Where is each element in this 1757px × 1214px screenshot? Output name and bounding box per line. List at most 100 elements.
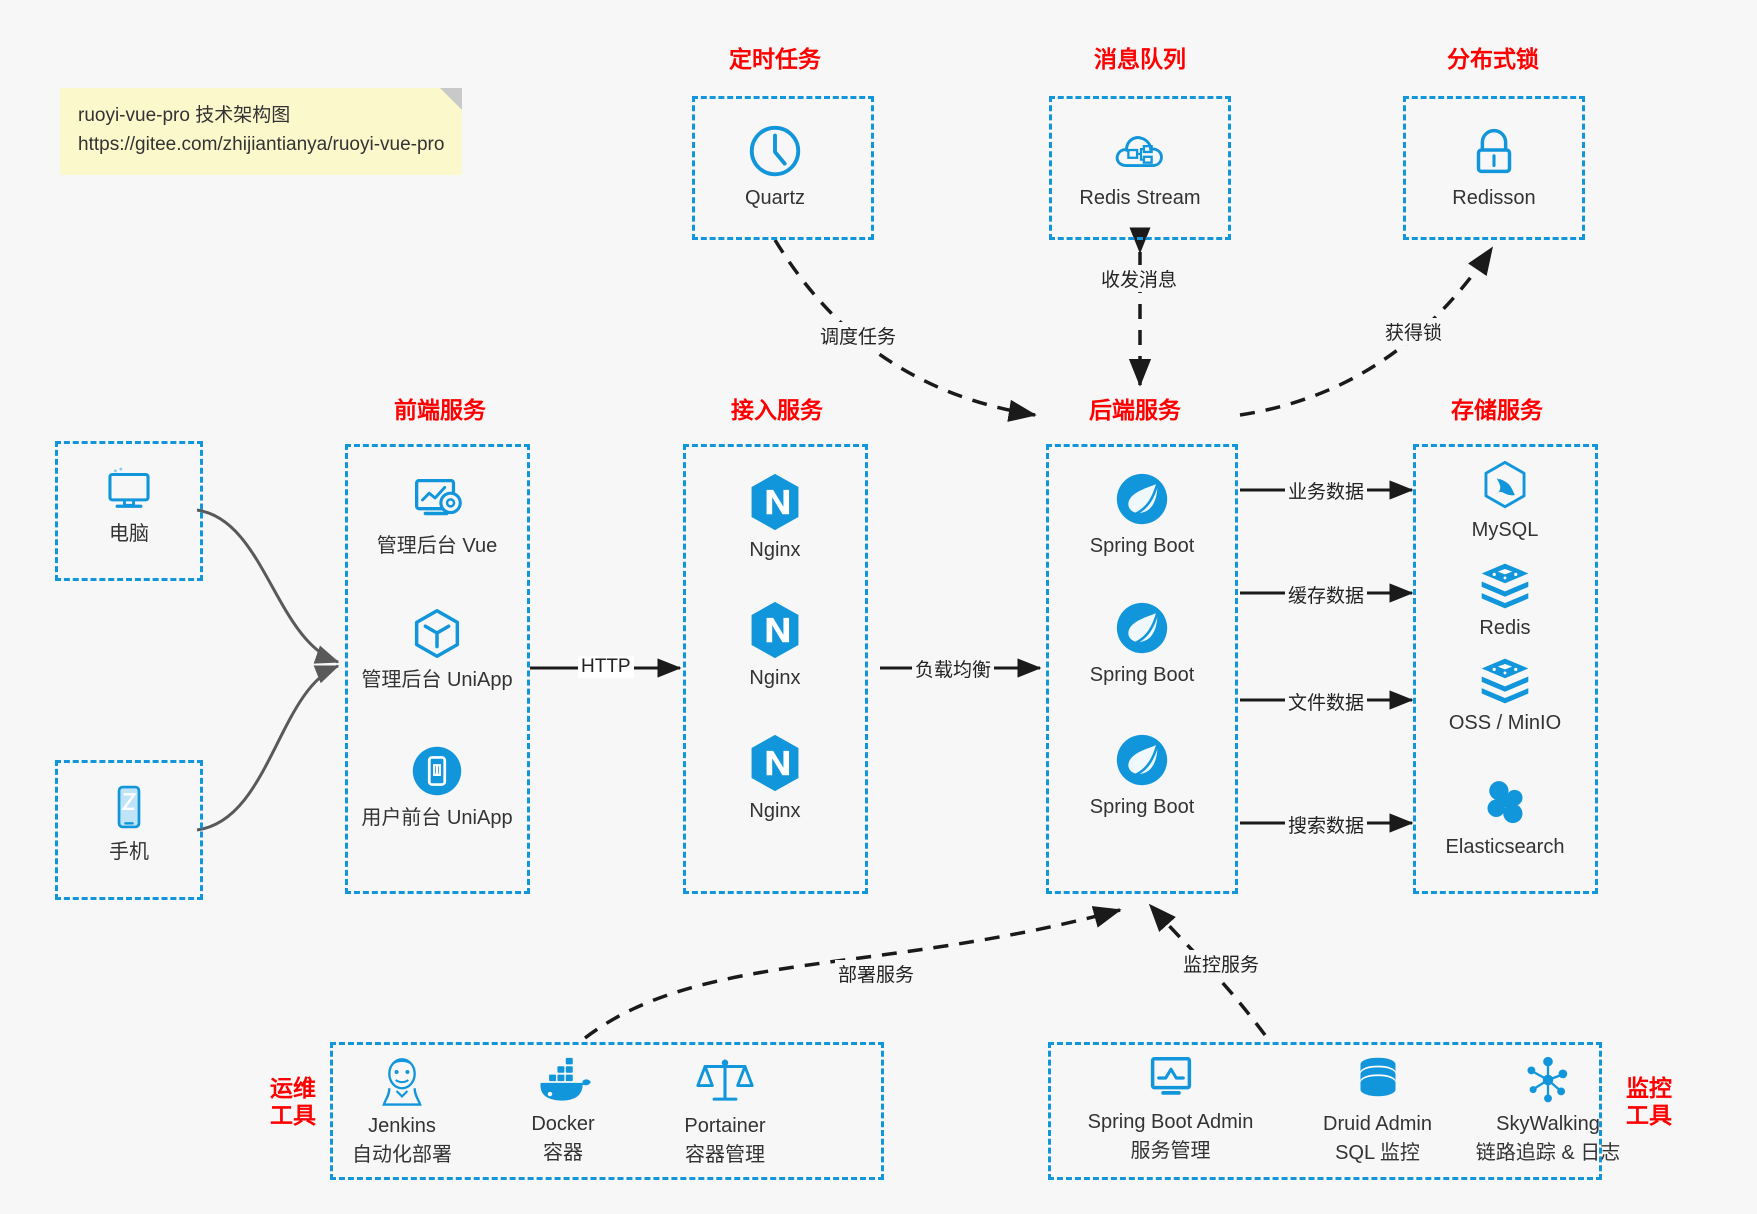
- nginx-icon: [751, 473, 799, 531]
- group-title-message-queue: 消息队列: [1094, 46, 1186, 72]
- note-fold-icon: [440, 88, 463, 110]
- node-redisson[interactable]: Redisson: [1409, 120, 1579, 211]
- wire-desktop-to-frontend: [196, 508, 340, 664]
- group-title-devops-line-1: 运维: [270, 1075, 316, 1101]
- group-title-monitor-line-2: 工具: [1626, 1102, 1672, 1129]
- node-label: OSS / MinIO: [1448, 712, 1562, 734]
- node-elasticsearch[interactable]: Elasticsearch: [1420, 775, 1590, 860]
- docker-icon: [540, 1057, 591, 1101]
- wire-acquire-lock: [1239, 246, 1494, 417]
- node-desc: 服务管理: [1130, 1140, 1211, 1162]
- jenkins-icon: [382, 1058, 422, 1106]
- group-box-backend: [1046, 444, 1238, 894]
- cloud-stream-icon: [1115, 136, 1163, 167]
- spring-boot-icon: [1116, 473, 1168, 525]
- edge-label-deploy-service: 部署服务: [835, 960, 918, 987]
- edge-label-search-data: 搜索数据: [1285, 811, 1368, 838]
- node-label: Spring Boot: [1089, 664, 1195, 686]
- node-nginx-2[interactable]: Nginx: [690, 598, 860, 691]
- node-docker[interactable]: Docker 容器: [478, 1056, 648, 1166]
- node-nginx-3[interactable]: Nginx: [690, 731, 860, 824]
- edge-label-acquire-lock: 获得锁: [1382, 318, 1446, 345]
- group-title-scheduled-task: 定时任务: [729, 46, 821, 72]
- node-name: Druid Admin: [1323, 1113, 1432, 1135]
- note-line-2: https://gitee.com/zhijiantianya/ruoyi-vu…: [78, 133, 445, 155]
- note-line-1: ruoyi-vue-pro 技术架构图: [78, 105, 291, 126]
- group-box-gateway: [683, 444, 868, 894]
- spring-boot-icon: [1116, 734, 1168, 786]
- node-label: Nginx: [749, 800, 801, 822]
- group-box-distributed-lock: [1403, 96, 1585, 240]
- nginx-icon: [751, 601, 799, 659]
- node-label: Nginx: [749, 539, 801, 561]
- node-spring-boot-3[interactable]: Spring Boot: [1057, 729, 1227, 820]
- scales-icon: [696, 1059, 754, 1101]
- edge-label-http: HTTP: [578, 656, 634, 678]
- group-title-devops-line-2: 工具: [270, 1102, 316, 1129]
- group-box-monitor: [1048, 1042, 1602, 1180]
- wire-mobile-to-frontend: [196, 664, 340, 832]
- oss-icon: [1481, 658, 1529, 704]
- group-box-client-mobile: [55, 760, 203, 900]
- node-desktop[interactable]: 电脑: [44, 460, 214, 547]
- edge-label-cache-data: 缓存数据: [1285, 581, 1368, 608]
- edge-label-schedule-task: 调度任务: [817, 322, 900, 349]
- node-skywalking[interactable]: SkyWalking 链路追踪 & 日志: [1448, 1052, 1648, 1166]
- edge-label-send-receive-message: 收发消息: [1098, 265, 1181, 292]
- group-box-message-queue: [1049, 96, 1231, 240]
- title-note: ruoyi-vue-pro 技术架构图 https://gitee.com/zh…: [60, 88, 463, 175]
- node-label: Elasticsearch: [1445, 836, 1565, 858]
- group-box-scheduled-task: [692, 96, 874, 240]
- node-admin-vue[interactable]: 管理后台 Vue: [352, 468, 522, 559]
- node-label: Quartz: [744, 187, 806, 209]
- node-oss-minio[interactable]: OSS / MinIO: [1420, 655, 1590, 736]
- node-spring-boot-1[interactable]: Spring Boot: [1057, 468, 1227, 559]
- group-title-frontend: 前端服务: [394, 397, 486, 423]
- group-title-gateway: 接入服务: [731, 397, 823, 423]
- node-admin-uniapp[interactable]: 管理后台 UniApp: [352, 602, 522, 693]
- node-mobile[interactable]: 手机: [44, 778, 214, 865]
- node-spring-boot-admin[interactable]: Spring Boot Admin 服务管理: [1063, 1050, 1278, 1164]
- wire-schedule-task: [773, 239, 1037, 422]
- mysql-icon: [1484, 460, 1526, 509]
- node-label: Nginx: [749, 667, 801, 689]
- lock-icon: [1476, 128, 1512, 174]
- node-label: 管理后台 Vue: [376, 535, 498, 557]
- node-druid-admin[interactable]: Druid Admin SQL 监控: [1285, 1052, 1470, 1166]
- edge-label-monitor-service: 监控服务: [1180, 950, 1263, 977]
- group-title-storage: 存储服务: [1451, 397, 1543, 423]
- node-label: 用户前台 UniApp: [361, 807, 513, 829]
- group-box-client-desktop: [55, 441, 203, 581]
- node-redis[interactable]: Redis: [1420, 560, 1590, 641]
- node-spring-boot-2[interactable]: Spring Boot: [1057, 597, 1227, 688]
- group-title-monitor-line-1: 监控: [1626, 1075, 1672, 1101]
- redis-icon: [1481, 563, 1529, 609]
- node-desc: 容器: [543, 1142, 583, 1164]
- node-name: SkyWalking: [1496, 1113, 1600, 1135]
- database-icon: [1360, 1057, 1395, 1097]
- node-label: Spring Boot: [1089, 796, 1195, 818]
- node-mysql[interactable]: MySQL: [1420, 456, 1590, 543]
- group-title-distributed-lock: 分布式锁: [1447, 46, 1539, 72]
- edge-label-file-data: 文件数据: [1285, 688, 1368, 715]
- node-label: Redisson: [1452, 187, 1536, 209]
- group-title-devops: 运维 工具: [258, 1075, 328, 1129]
- node-nginx-1[interactable]: Nginx: [690, 470, 860, 563]
- node-label: 管理后台 UniApp: [361, 669, 513, 691]
- group-box-storage: [1413, 444, 1598, 894]
- skywalking-icon: [1527, 1056, 1568, 1103]
- node-redis-stream[interactable]: Redis Stream: [1055, 120, 1225, 211]
- node-jenkins[interactable]: Jenkins 自动化部署: [317, 1052, 487, 1168]
- node-name: Jenkins: [368, 1115, 436, 1137]
- node-name: Portainer: [684, 1115, 766, 1137]
- node-quartz[interactable]: Quartz: [690, 120, 860, 211]
- dashboard-gear-icon: [415, 478, 462, 516]
- group-title-backend: 后端服务: [1089, 397, 1181, 423]
- mobile-icon: [117, 785, 141, 829]
- node-label: 手机: [109, 841, 149, 863]
- node-user-uniapp[interactable]: 用户前台 UniApp: [352, 740, 522, 831]
- node-portainer[interactable]: Portainer 容器管理: [640, 1052, 810, 1168]
- node-desc: SQL 监控: [1335, 1142, 1420, 1164]
- node-label: Redis Stream: [1079, 187, 1201, 209]
- edge-label-load-balance: 负载均衡: [912, 655, 995, 682]
